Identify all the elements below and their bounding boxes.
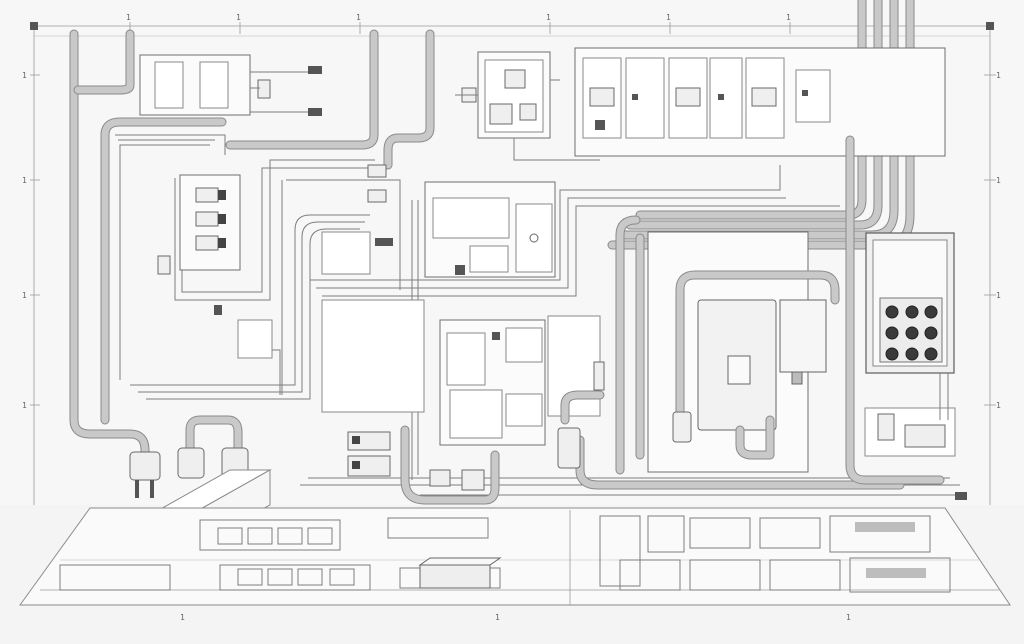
dim-label-top-2: 1	[236, 13, 241, 22]
main-distribution-box	[321, 299, 601, 505]
dim-label-bottom-3: 1	[846, 613, 851, 622]
dim-label-right-4: 1	[996, 401, 1001, 410]
dim-label-left-3: 1	[22, 291, 27, 300]
center-top-control	[455, 51, 600, 161]
dim-label-top-3: 1	[356, 13, 361, 22]
left-pipes	[69, 29, 435, 475]
dim-label-top-6: 1	[786, 13, 791, 22]
dim-label-right-3: 1	[996, 291, 1001, 300]
dim-label-left-2: 1	[22, 176, 27, 185]
dim-label-right-1: 1	[996, 71, 1001, 80]
dim-label-top-5: 1	[666, 13, 671, 22]
control-cabinet	[845, 135, 967, 500]
floor-plan-sheet: 1 1 1	[19, 507, 1011, 622]
dim-label-top-1: 1	[126, 13, 131, 22]
dim-label-top-4: 1	[546, 13, 551, 22]
relay-stack	[157, 174, 273, 359]
breaker-row	[574, 47, 946, 157]
dim-label-right-2: 1	[996, 176, 1001, 185]
top-left-panel	[139, 54, 322, 116]
dim-label-bottom-2: 1	[495, 613, 500, 622]
dim-label-left-4: 1	[22, 401, 27, 410]
dim-label-bottom-1: 1	[180, 613, 185, 622]
pump-unit	[557, 215, 905, 490]
mid-panels	[321, 164, 556, 278]
dimension-frame: 1 1 1 1 1 1 1 1 1 1 1 1 1 1	[22, 13, 1001, 505]
dim-label-left-1: 1	[22, 71, 27, 80]
